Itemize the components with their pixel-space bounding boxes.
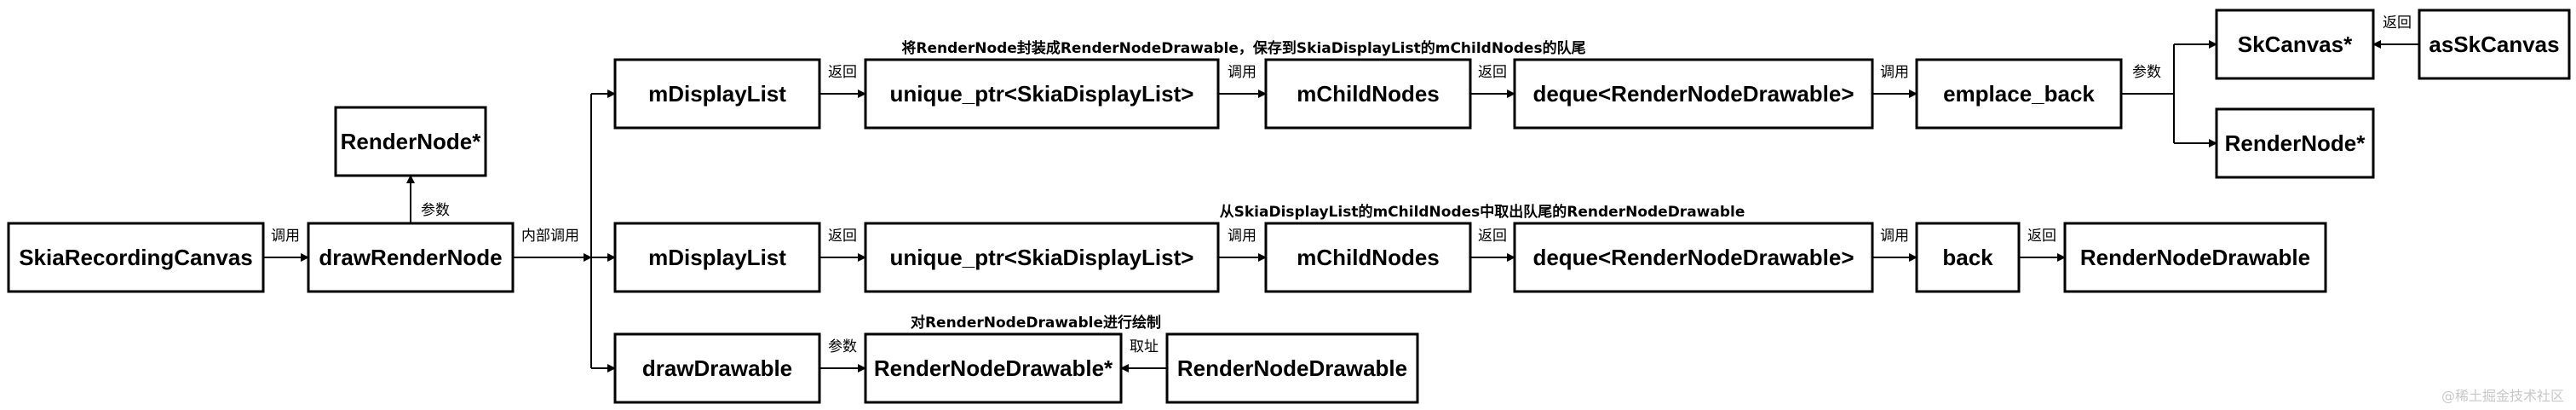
node-label: SkCanvas*: [2238, 32, 2353, 57]
node-label: RenderNode*: [2225, 130, 2366, 156]
node-label: mDisplayList: [648, 81, 786, 107]
edge-label-return: 返回: [1478, 64, 1507, 81]
edge-label-call: 调用: [1880, 228, 1909, 245]
node-draw-render-node[interactable]: drawRenderNode: [307, 222, 515, 293]
node-render-node-drawable-source[interactable]: RenderNodeDrawable: [1165, 332, 1419, 404]
node-label: unique_ptr<SkiaDisplayList>: [890, 81, 1194, 107]
edge-label-param: 参数: [2132, 64, 2161, 81]
node-render-node-ptr[interactable]: RenderNode*: [334, 106, 487, 177]
edge-label-call: 调用: [1880, 64, 1909, 81]
edge-label-call: 调用: [271, 228, 300, 245]
node-label: asSkCanvas: [2429, 32, 2559, 57]
node-label: mChildNodes: [1297, 81, 1440, 107]
node-label: emplace_back: [1943, 81, 2095, 107]
node-deque-row2[interactable]: deque<RenderNodeDrawable>: [1513, 222, 1874, 293]
edge-label-return: 返回: [828, 228, 857, 245]
node-label: back: [1942, 245, 1993, 270]
node-label: RenderNodeDrawable: [1177, 355, 1407, 381]
node-unique-ptr-row2[interactable]: unique_ptr<SkiaDisplayList>: [864, 222, 1220, 293]
node-label: unique_ptr<SkiaDisplayList>: [890, 245, 1194, 270]
edge-label-return: 返回: [2383, 14, 2412, 32]
node-m-child-nodes-row2[interactable]: mChildNodes: [1264, 222, 1472, 293]
edge-label-param: 参数: [828, 338, 857, 355]
node-m-display-list-row1[interactable]: mDisplayList: [613, 58, 821, 130]
node-label: RenderNodeDrawable: [2080, 245, 2310, 270]
caption-row1: 将RenderNode封装成RenderNodeDrawable，保存到Skia…: [901, 39, 1585, 57]
caption-row3: 对RenderNodeDrawable进行绘制: [911, 314, 1161, 332]
node-sk-canvas-ptr[interactable]: SkCanvas*: [2215, 9, 2375, 80]
caption-row2: 从SkiaDisplayList的mChildNodes中取出队尾的Render…: [1220, 203, 1745, 221]
node-label: SkiaRecordingCanvas: [19, 245, 253, 270]
edge-label-return: 返回: [2027, 228, 2056, 245]
node-m-child-nodes-row1[interactable]: mChildNodes: [1264, 58, 1472, 130]
node-label: deque<RenderNodeDrawable>: [1532, 81, 1854, 107]
edge-label-call: 调用: [1228, 64, 1256, 81]
edge-label-internal-call: 内部调用: [521, 228, 579, 245]
watermark: @稀土掘金技术社区: [2441, 388, 2564, 404]
node-unique-ptr-row1[interactable]: unique_ptr<SkiaDisplayList>: [864, 58, 1220, 130]
edge-label-call: 调用: [1228, 228, 1256, 245]
node-render-node-drawable-ptr[interactable]: RenderNodeDrawable*: [864, 332, 1123, 404]
node-draw-drawable[interactable]: drawDrawable: [613, 332, 821, 404]
node-label: drawRenderNode: [319, 245, 502, 270]
node-skia-recording-canvas[interactable]: SkiaRecordingCanvas: [7, 222, 265, 293]
node-label: RenderNode*: [341, 129, 482, 154]
edge-label-param: 参数: [421, 202, 450, 219]
node-label: mChildNodes: [1297, 245, 1440, 270]
node-label: deque<RenderNodeDrawable>: [1532, 245, 1854, 270]
node-render-node-drawable-result[interactable]: RenderNodeDrawable: [2063, 222, 2327, 293]
node-m-display-list-row2[interactable]: mDisplayList: [613, 222, 821, 293]
node-as-sk-canvas[interactable]: asSkCanvas: [2418, 9, 2571, 80]
node-deque-row1[interactable]: deque<RenderNodeDrawable>: [1513, 58, 1874, 130]
node-label: drawDrawable: [642, 355, 792, 381]
edge-label-return: 返回: [1478, 228, 1507, 245]
node-label: RenderNodeDrawable*: [874, 355, 1113, 381]
node-emplace-back[interactable]: emplace_back: [1915, 58, 2123, 130]
node-label: mDisplayList: [648, 245, 786, 270]
edge-label-address-of: 取址: [1130, 338, 1159, 355]
node-render-node-ptr-param[interactable]: RenderNode*: [2215, 107, 2375, 179]
node-back[interactable]: back: [1915, 222, 2021, 293]
edge-label-return: 返回: [828, 64, 857, 81]
